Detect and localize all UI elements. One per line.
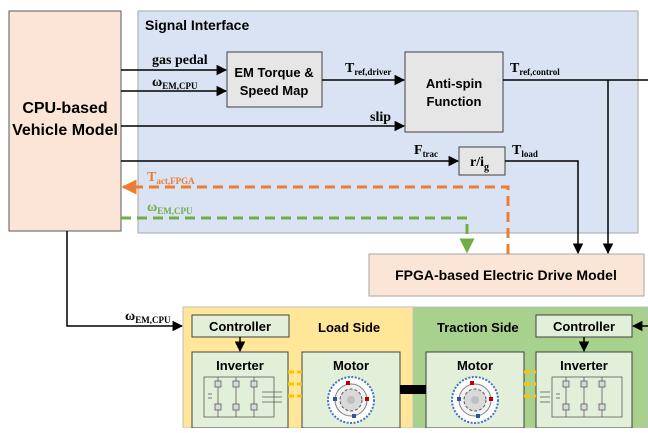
em-map-label-line1: EM Torque &	[234, 65, 313, 80]
fpga-drive-model-block	[368, 253, 645, 297]
inverter-load-block	[191, 351, 289, 429]
omega-em-cpu-label: ωEM,CPU	[152, 75, 198, 91]
inverter-load-label: Inverter	[216, 358, 264, 373]
anti-spin-label-line1: Anti-spin	[426, 76, 482, 91]
inverter-traction-schematic-icon	[540, 376, 623, 418]
t-load-signal	[505, 160, 584, 255]
fpga-drive-model-label: FPGA-based Electric Drive Model	[395, 267, 617, 283]
inverter-load-schematic-icon	[203, 376, 282, 418]
motor-load-label: Motor	[333, 358, 369, 373]
t-ref-control-label: Tref,control	[510, 61, 560, 77]
vehicle-model-block	[8, 10, 122, 232]
gear-ratio-label: r/ig	[470, 155, 489, 173]
motor-traction-label: Motor	[457, 358, 493, 373]
omega-feedback-label: ωEM,CPU	[147, 200, 193, 216]
t-ref-driver-label: Tref,driver	[345, 61, 391, 77]
signal-interface-title: Signal Interface	[145, 17, 249, 33]
anti-spin-label-line2: Function	[427, 94, 482, 109]
slip-label: slip	[370, 110, 391, 125]
omega-em-cpu-bottom-label: ωEM,CPU	[125, 309, 171, 325]
f-trac-label: Ftrac	[414, 143, 438, 159]
motor-traction-cross-section-icon	[451, 376, 499, 424]
traction-side-title: Traction Side	[437, 320, 519, 335]
omega-em-cpu-bottom-signal	[66, 231, 184, 332]
t-act-fpga-label: Tact,FPGA	[147, 170, 195, 186]
t-act-fpga-signal	[121, 179, 510, 254]
em-map-label-line2: Speed Map	[240, 83, 309, 98]
controller-load-label: Controller	[209, 319, 271, 334]
signal-interface-panel	[137, 10, 639, 234]
t-load-label: Tload	[512, 143, 538, 159]
vehicle-model-label-line2: Vehicle Model	[12, 122, 118, 139]
load-side-title: Load Side	[318, 320, 380, 335]
controller-traction-label: Controller	[553, 319, 615, 334]
anti-spin-function-block	[404, 51, 504, 133]
motor-load-cross-section-icon	[327, 376, 375, 424]
traction-phase-wires	[524, 370, 536, 398]
gas-pedal-label: gas pedal	[152, 53, 208, 68]
load-phase-wires	[288, 370, 302, 398]
gear-ratio-block	[458, 146, 506, 176]
omega-feedback-signal	[121, 216, 475, 254]
inverter-traction-label: Inverter	[560, 358, 608, 373]
mechanical-shaft-coupling	[400, 385, 426, 394]
vehicle-model-label-line1: CPU-based	[22, 100, 107, 117]
em-torque-speed-map-block	[226, 51, 323, 108]
